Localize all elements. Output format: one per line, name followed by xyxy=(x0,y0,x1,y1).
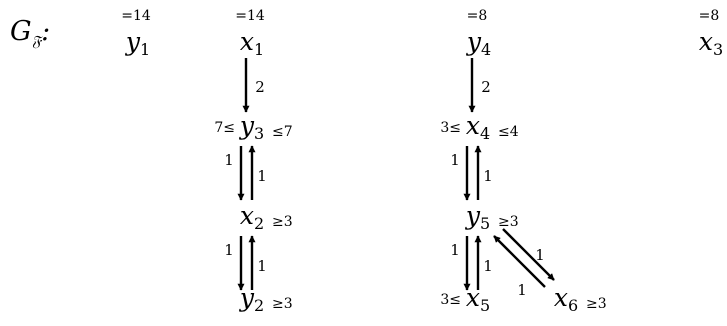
node-x6: x6 xyxy=(554,283,578,315)
edge-weight-y3-to-x2: 1 xyxy=(224,151,234,169)
node-x5: x5 xyxy=(466,283,490,315)
node-y4: y4 xyxy=(466,27,491,59)
edge-weight-x6-to-y5: 1 xyxy=(517,281,527,299)
node-x2-upper-bound: ≥3 xyxy=(272,214,293,230)
node-y2: y2 xyxy=(239,283,264,315)
node-x3: x3 xyxy=(699,27,723,59)
edge-weight-x2-to-y3: 1 xyxy=(257,167,267,185)
edge-weight-y5-to-x5: 1 xyxy=(450,241,460,259)
node-x1-fixed-value: =14 xyxy=(235,8,265,24)
edge-weight-y2-to-x2: 1 xyxy=(257,257,267,275)
node-y5-upper-bound: ≥3 xyxy=(498,214,519,230)
node-x4-lower-bound: 3≤ xyxy=(440,120,461,136)
node-x4-upper-bound: ≤4 xyxy=(498,124,519,140)
edge-weight-y4-to-x4: 2 xyxy=(481,78,491,96)
node-x3-fixed-value: =8 xyxy=(699,8,720,24)
edge-x6-to-y5 xyxy=(493,235,546,288)
node-x5-lower-bound: 3≤ xyxy=(440,292,461,308)
node-y3-lower-bound: 7≤ xyxy=(214,120,235,136)
nodes-layer: y1 =14 x1 =14 y4 =8 x3 =8 y37≤ ≤7 x4 3≤ ≤4 x2 ≥3 y5 ≥3 y2… xyxy=(121,8,723,315)
node-y2-upper-bound: ≥3 xyxy=(272,296,293,312)
node-x1: x1 xyxy=(240,27,264,59)
node-x2: x2 xyxy=(240,201,264,233)
edge-weight-x2-to-y2: 1 xyxy=(224,241,234,259)
edge-weight-x4-to-y5: 1 xyxy=(450,151,460,169)
node-y4-fixed-value: =8 xyxy=(467,8,488,24)
node-y3-upper-bound: ≤7 xyxy=(272,124,293,140)
edge-y5-to-x6 xyxy=(502,228,555,281)
node-y1: y1 xyxy=(125,27,150,59)
node-x4: x4 xyxy=(466,111,490,143)
node-y1-fixed-value: =14 xyxy=(121,8,151,24)
graph-title: G𝔉: xyxy=(10,16,50,50)
edge-weight-y5-to-x4: 1 xyxy=(483,167,493,185)
edge-weight-x1-to-y3: 2 xyxy=(255,78,265,96)
edge-weight-y5-to-x6: 1 xyxy=(535,246,545,264)
node-x6-upper-bound: ≥3 xyxy=(586,296,607,312)
edge-weight-x5-to-y5: 1 xyxy=(483,257,493,275)
node-y5: y5 xyxy=(465,201,490,233)
node-y3: y3 xyxy=(239,111,264,143)
